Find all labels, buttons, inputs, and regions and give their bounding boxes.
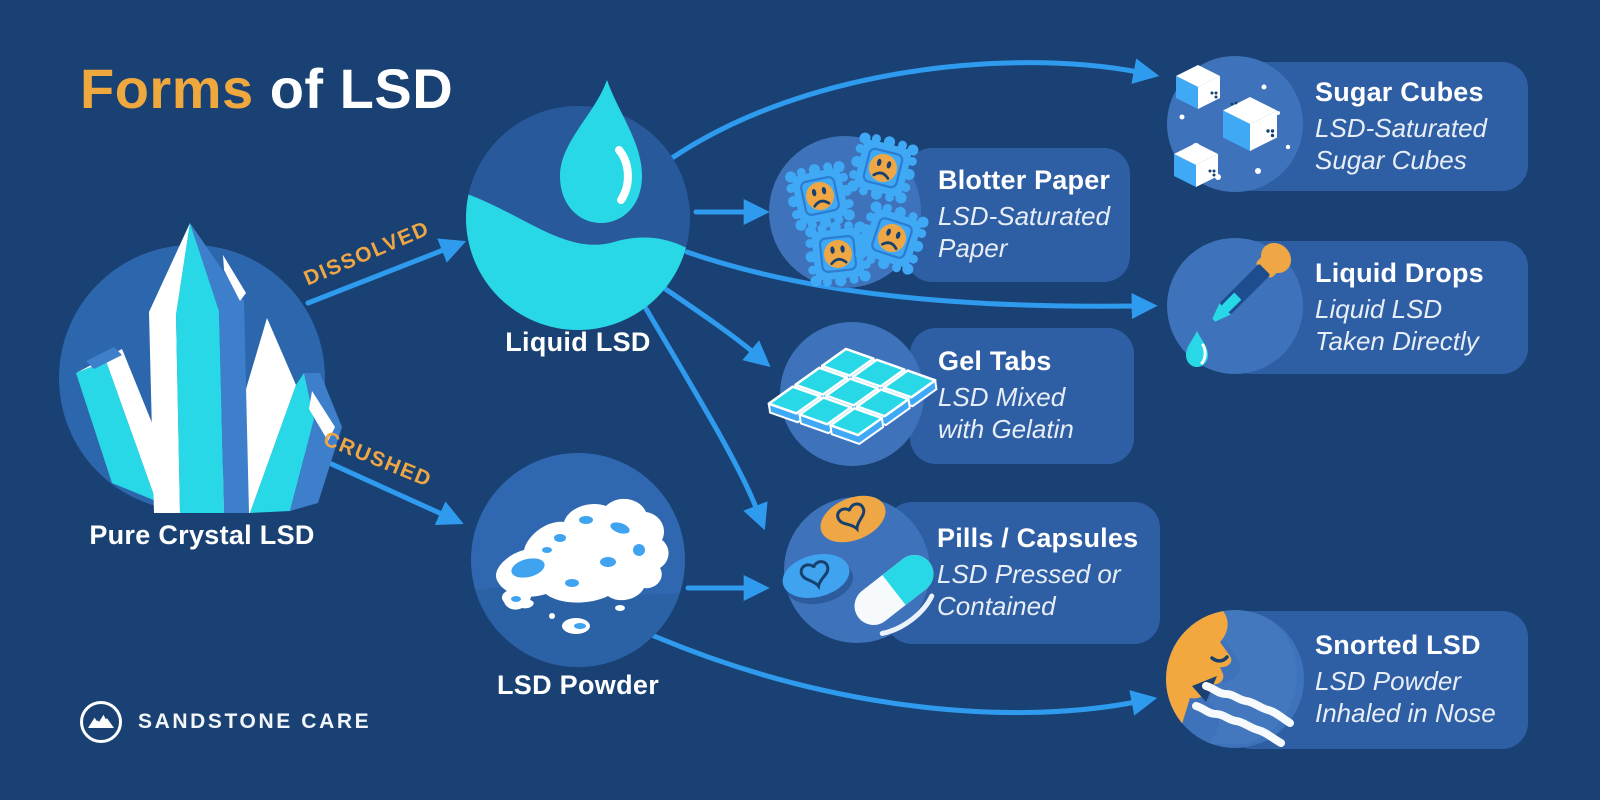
card-title-gel-tabs: Gel Tabs <box>938 346 1052 377</box>
node-label-liquid-lsd: Liquid LSD <box>505 327 651 357</box>
node-label-pure-crystal-lsd: Pure Crystal LSD <box>89 520 315 550</box>
card-subtitle-sugar-cubes: LSD-Saturated Sugar Cubes <box>1315 112 1487 175</box>
card-blotter-paper: Blotter Paper LSD-Saturated Paper <box>906 148 1130 282</box>
card-title-snorted-lsd: Snorted LSD <box>1315 630 1481 661</box>
card-title-blotter-paper: Blotter Paper <box>938 165 1111 196</box>
pills-capsules-icon <box>782 495 935 643</box>
arrow-crystal-to-liquid <box>305 238 467 306</box>
liquid-lsd-illustration <box>466 80 690 330</box>
node-label-lsd-powder: LSD Powder <box>496 670 660 700</box>
card-title-pills-capsules: Pills / Capsules <box>937 523 1139 554</box>
card-subtitle-gel-tabs: LSD Mixed with Gelatin <box>938 382 1074 444</box>
card-title-liquid-drops: Liquid Drops <box>1315 257 1484 288</box>
card-subtitle-blotter-paper: LSD-Saturated Paper <box>938 201 1110 263</box>
page-title: Forms of LSD <box>80 56 453 121</box>
card-subtitle-pills-capsules: LSD Pressed or Contained <box>937 559 1121 621</box>
arrow-liquid-to-gel <box>661 285 771 368</box>
brand-name: SANDSTONE CARE <box>138 710 372 733</box>
dropper-icon <box>1167 238 1303 374</box>
gel-tabs-icon <box>765 322 940 466</box>
title-highlight: Forms <box>80 57 254 120</box>
arrow-liquid-to-drops <box>684 249 1158 320</box>
sandstone-care-logo-icon <box>80 701 122 743</box>
sugar-cubes-icon <box>1167 56 1303 192</box>
card-title-sugar-cubes: Sugar Cubes <box>1315 76 1484 107</box>
brand-logo-row: SANDSTONE CARE <box>78 699 371 745</box>
card-subtitle-liquid-drops: Liquid LSD Taken Directly <box>1315 293 1479 356</box>
card-subtitle-snorted-lsd: LSD Powder Inhaled in Nose <box>1315 666 1496 728</box>
pure-crystal-lsd-illustration <box>59 223 342 513</box>
card-pills-capsules: Pills / Capsules LSD Pressed or Containe… <box>886 502 1160 644</box>
arrow-liquid-to-pills <box>642 304 768 531</box>
lsd-powder-illustration <box>471 453 685 667</box>
title-rest: of LSD <box>253 57 454 120</box>
card-gel-tabs: Gel Tabs LSD Mixed with Gelatin <box>910 328 1134 464</box>
blotter-stamps-icon <box>769 127 935 292</box>
arrow-powder-to-snorted <box>651 633 1158 716</box>
snorting-nose-icon <box>1166 610 1304 748</box>
arrow-liquid-to-sugar <box>669 58 1160 161</box>
